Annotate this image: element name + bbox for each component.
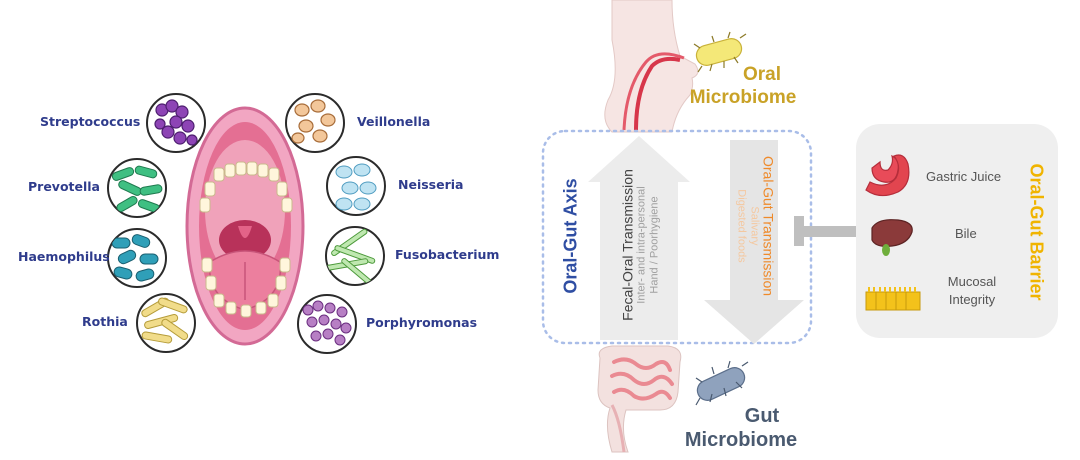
head-profile-illustration bbox=[604, 0, 699, 133]
barrier-item-mucosal-line2: Integrity bbox=[948, 291, 996, 307]
barrier-item-gastric-juice: Gastric Juice bbox=[926, 169, 1002, 184]
bacteria-porphyromonas-icon bbox=[297, 294, 357, 354]
barrier-item-mucosal-line1: Mucosal bbox=[947, 274, 997, 289]
gut-microbiome-line2: Microbiome bbox=[684, 429, 798, 451]
gut-microbiome-line1: Gut bbox=[744, 405, 780, 427]
oral-microbiome-label: Oral Microbiome bbox=[678, 64, 808, 110]
mucosal-cells-icon bbox=[865, 287, 921, 311]
oral-gut-axis-title: Oral-Gut Axis bbox=[560, 178, 581, 294]
label-neisseria: Neisseria bbox=[398, 177, 464, 192]
stomach-icon bbox=[865, 154, 910, 197]
label-fusobacterium: Fusobacterium bbox=[395, 247, 500, 262]
label-prevotella: Prevotella bbox=[28, 179, 100, 194]
label-rothia: Rothia bbox=[82, 314, 128, 329]
fecal-oral-title: Fecal-Oral Transmission bbox=[619, 169, 636, 321]
barrier-connector bbox=[796, 226, 856, 237]
fecal-oral-line1: Inter- and intra-personal bbox=[635, 186, 648, 304]
fecal-oral-text: Fecal-Oral Transmission Inter- and intra… bbox=[619, 169, 660, 321]
oral-gut-line2: Digested foods bbox=[735, 189, 748, 263]
label-streptococcus: Streptococcus bbox=[40, 114, 141, 129]
oral-gut-barrier-title: Oral-Gut Barrier bbox=[1026, 163, 1047, 301]
label-haemophilus: Haemophilus bbox=[18, 249, 110, 264]
label-porphyromonas: Porphyromonas bbox=[366, 315, 478, 330]
oral-gut-text: Oral-Gut Transmission Salivary Digested … bbox=[735, 155, 777, 297]
bacteria-prevotella-icon bbox=[107, 158, 167, 218]
barrier-item-mucosal: Mucosal Integrity bbox=[936, 273, 1008, 308]
intestine-illustration bbox=[597, 345, 682, 453]
fecal-oral-line2: Hand / Poorhygiene bbox=[648, 196, 661, 294]
oral-bacterium-icon bbox=[693, 31, 747, 73]
liver-icon bbox=[871, 219, 913, 256]
barrier-connector-cap bbox=[794, 216, 804, 246]
bacteria-streptococcus-icon bbox=[146, 93, 206, 153]
barrier-item-bile: Bile bbox=[955, 226, 977, 241]
oral-microbiome-line1: Oral bbox=[742, 64, 782, 85]
bacteria-veillonella-icon bbox=[285, 93, 345, 153]
oral-gut-title: Oral-Gut Transmission bbox=[760, 155, 777, 297]
oral-microbiome-line2: Microbiome bbox=[689, 86, 797, 108]
oral-gut-line1: Salivary bbox=[748, 206, 761, 246]
open-mouth-illustration bbox=[185, 106, 305, 346]
bacteria-neisseria-icon bbox=[326, 156, 386, 216]
fecal-oral-arrow bbox=[588, 136, 690, 340]
gut-bacterium-icon bbox=[695, 360, 749, 406]
oral-gut-arrow bbox=[704, 140, 804, 344]
bacteria-fusobacterium-icon bbox=[325, 226, 385, 286]
label-veillonella: Veillonella bbox=[357, 114, 431, 129]
bacteria-haemophilus-icon bbox=[107, 228, 167, 288]
bacteria-rothia-icon bbox=[136, 293, 196, 353]
gut-microbiome-label: Gut Microbiome bbox=[676, 404, 806, 452]
